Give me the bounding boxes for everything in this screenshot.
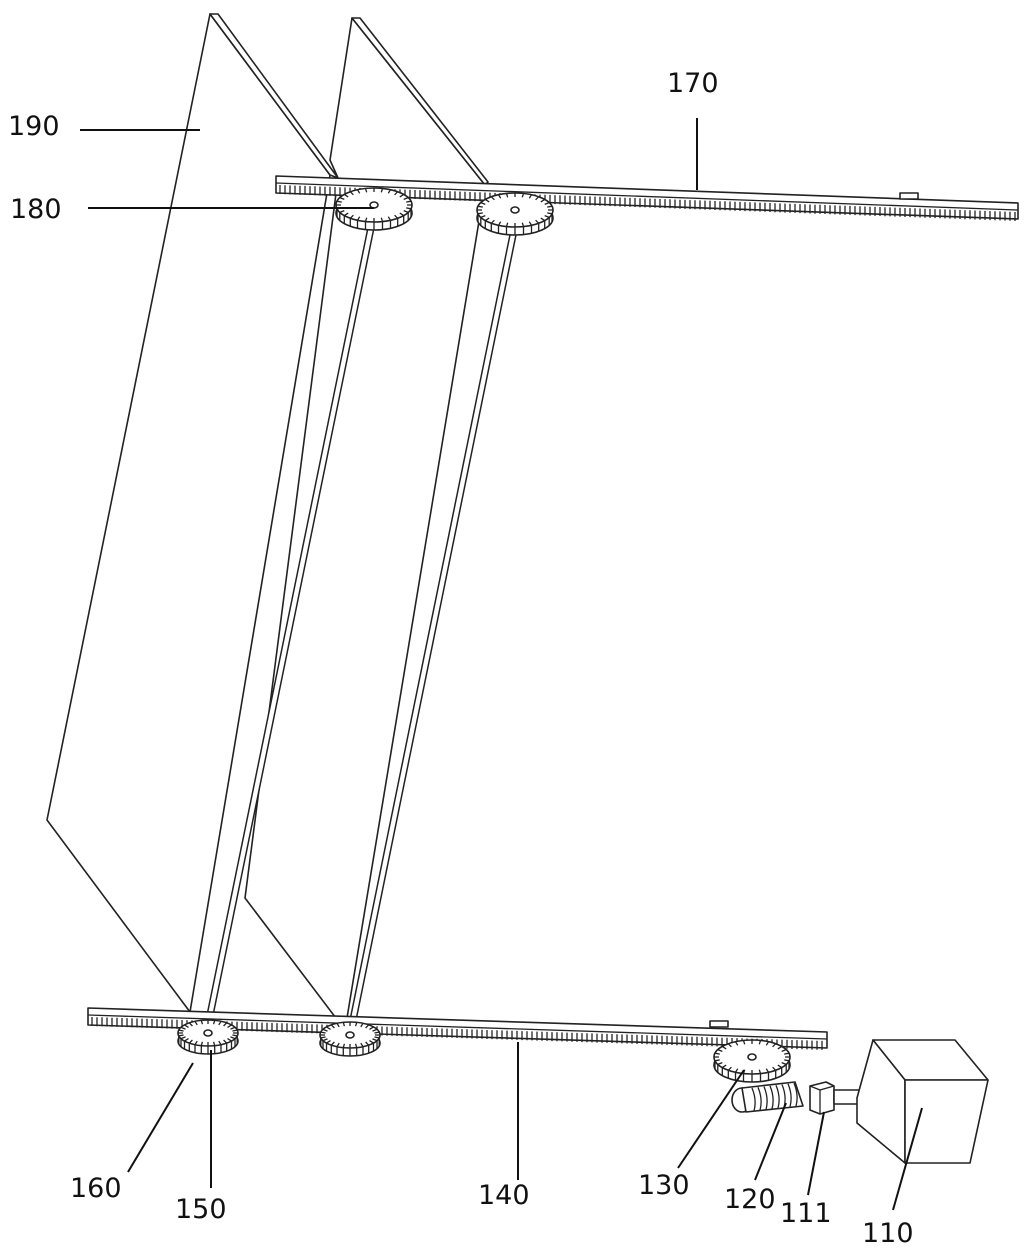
label-160: 160 (70, 1173, 122, 1204)
worm-screw (731, 1081, 804, 1113)
leader-111 (807, 1111, 825, 1196)
label-170: 170 (667, 68, 719, 99)
leader-120 (754, 1102, 787, 1181)
lower-gear-back (319, 1021, 381, 1057)
leader-160 (127, 1062, 194, 1173)
gears (177, 187, 791, 1083)
label-140: 140 (478, 1180, 530, 1211)
label-180: 180 (10, 194, 62, 225)
upper-gear-front (335, 187, 413, 231)
label-111: 111 (780, 1198, 832, 1229)
label-190: 190 (8, 111, 60, 142)
upper-gear-back (476, 192, 554, 236)
lower-rack (87, 1007, 828, 1050)
coupling (809, 1081, 835, 1115)
panel-front (46, 13, 339, 1013)
motor-box (856, 1039, 989, 1164)
leader-110 (892, 1107, 923, 1211)
lower-gear-front (177, 1019, 239, 1055)
leader-130 (677, 1069, 745, 1169)
label-130: 130 (638, 1170, 690, 1201)
label-110: 110 (862, 1218, 914, 1249)
label-120: 120 (724, 1184, 776, 1215)
drive-gear (713, 1039, 791, 1083)
upper-rack (275, 175, 1019, 221)
label-150: 150 (175, 1194, 227, 1225)
leader-lines (80, 118, 923, 1211)
